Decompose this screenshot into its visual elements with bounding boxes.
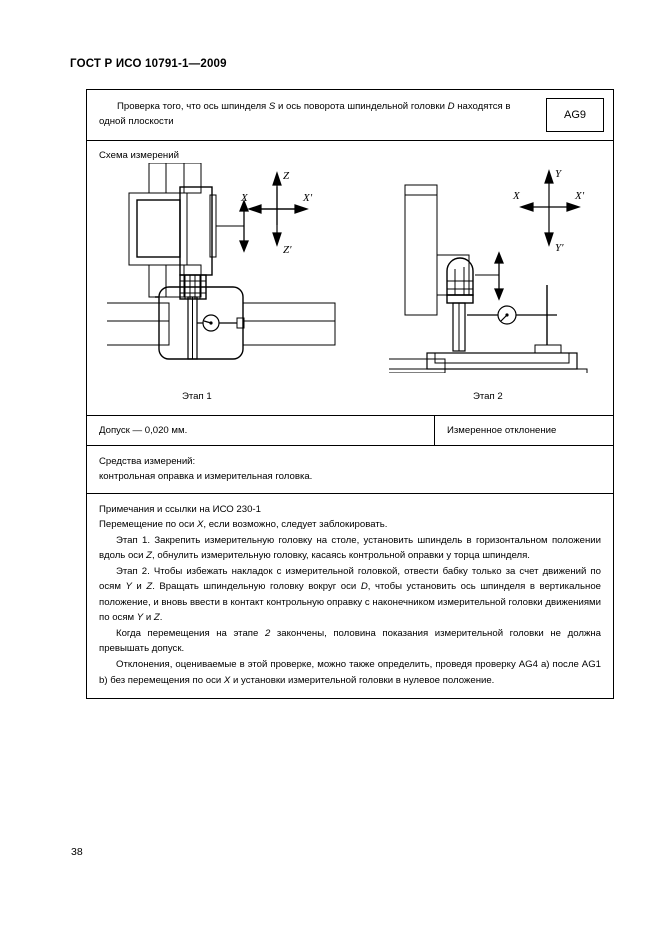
notes-heading: Примечания и ссылки на ИСО 230-1 <box>99 503 261 515</box>
notes-stage2-a: Этап 2. Чтобы избежать накладок с измери… <box>99 565 601 593</box>
notes-stage2-symbol5: Z <box>153 612 160 624</box>
scheme-label: Схема измерений <box>99 150 179 161</box>
notes-stage1-symbol: Z <box>146 550 153 562</box>
table-row-tolerance: Допуск — 0,020 мм. Измеренное отклонение <box>87 416 613 446</box>
standard-header: ГОСТ Р ИСО 10791-1—2009 <box>70 58 227 70</box>
stage2-label: Этап 2 <box>473 391 503 402</box>
measured-deviation-cell: Измеренное отклонение <box>447 425 557 436</box>
instruments-cell: Средства измерений: контрольная оправка … <box>87 446 613 493</box>
table-row-notes: Примечания и ссылки на ИСО 230-1 Перемещ… <box>87 494 613 698</box>
notes-result-symbol: 2 <box>264 627 271 639</box>
test-title-part2: и ось поворота шпиндельной головки <box>275 101 448 112</box>
stage2-axis-cross <box>519 169 581 247</box>
notes-stage2-symbol1: Y <box>125 581 132 593</box>
notes-line1-symbol: X <box>196 519 204 531</box>
stage2-axis-label-left: X <box>512 190 521 202</box>
stage2-machine-drawing: Y Y′ X X′ <box>389 168 588 373</box>
stage2-figure: Y Y′ X X′ <box>389 163 629 373</box>
notes-stage2-symbol2: Z <box>146 581 153 593</box>
stage1-axis-label-right: X′ <box>302 192 313 204</box>
notes-stage2-paragraph: Этап 2. Чтобы избежать накладок с измери… <box>99 564 601 626</box>
stage2-axis-label-down: Y′ <box>555 242 564 254</box>
instruments-label: Средства измерений: <box>99 456 196 467</box>
notes-stage2-b: и <box>131 581 147 593</box>
notes-line1-b: , если возможно, следует заблокировать. <box>203 519 388 531</box>
notes-line-axis-lock: Перемещение по оси X, если возможно, сле… <box>99 517 601 533</box>
notes-stage2-d: , чтобы установить ось шпинделя в вертик… <box>99 581 601 624</box>
instruments-value: контрольная оправка и измерительная голо… <box>99 471 313 483</box>
notes-stage2-symbol3: D <box>360 581 368 593</box>
stage1-label: Этап 1 <box>182 391 212 402</box>
notes-stage2-e: и <box>143 612 154 624</box>
test-title-part1: Проверка того, что ось шпинделя <box>117 101 269 112</box>
notes-stage2-symbol4: Y <box>136 612 144 624</box>
stage1-figure: Z Z′ X X′ <box>107 163 357 373</box>
notes-cell: Примечания и ссылки на ИСО 230-1 Перемещ… <box>87 494 613 698</box>
measurement-scheme-cell: Схема измерений <box>87 141 613 415</box>
test-title-cell: Проверка того, что ось шпинделя S и ось … <box>87 90 537 140</box>
page-number: 38 <box>71 846 83 858</box>
notes-stage2-c: . Вращать шпиндельную головку вокруг оси <box>152 581 361 593</box>
notes-stage2-f: . <box>159 612 163 624</box>
notes-stage1-paragraph: Этап 1. Закрепить измерительную головку … <box>99 533 601 564</box>
stage2-axis-label-right: X′ <box>574 190 585 202</box>
notes-final-a: Отклонения, оцениваемые в этой проверке,… <box>99 659 601 686</box>
notes-result-paragraph: Когда перемещения на этапе 2 закончены, … <box>99 626 601 657</box>
notes-line1-a: Перемещение по оси <box>99 519 197 531</box>
test-code-badge: AG9 <box>546 98 604 132</box>
notes-final-paragraph: Отклонения, оцениваемые в этой проверке,… <box>99 657 601 688</box>
notes-stage1-b: , обнулить измерительную головку, касаяс… <box>152 550 530 562</box>
test-title-part3: находятся в одной плоскости <box>99 101 511 127</box>
stage-labels: Этап 1 Этап 2 <box>99 391 613 409</box>
notes-final-b: и установки измерительной головки в нуле… <box>230 674 495 686</box>
stage1-axis-cross <box>247 171 309 247</box>
diagram-area: Z Z′ X X′ <box>99 163 613 391</box>
table-row-title: Проверка того, что ось шпинделя S и ось … <box>87 90 613 141</box>
notes-stage1-a: Этап 1. Закрепить измерительную головку … <box>99 534 601 562</box>
stage1-axis-label-left: X <box>240 192 249 204</box>
table-row-instruments: Средства измерений: контрольная оправка … <box>87 446 613 494</box>
test-title-symbol-d: D <box>447 101 455 112</box>
stage1-axis-label-up: Z <box>283 170 290 182</box>
notes-result-b: закончены, половина показания измеритель… <box>99 627 601 655</box>
stage1-machine-drawing: Z Z′ X X′ <box>107 163 336 360</box>
tolerance-cell: Допуск — 0,020 мм. <box>87 416 435 445</box>
test-code-cell: AG9 <box>537 90 613 140</box>
stage2-axis-label-up: Y <box>555 168 563 180</box>
notes-final-symbol: X <box>223 674 231 686</box>
test-specification-table: Проверка того, что ось шпинделя S и ось … <box>86 89 614 700</box>
test-title-symbol-s: S <box>268 101 276 112</box>
table-row-scheme: Схема измерений <box>87 141 613 416</box>
stage1-axis-label-down: Z′ <box>283 244 292 256</box>
notes-result-a: Когда перемещения на этапе <box>116 627 265 639</box>
